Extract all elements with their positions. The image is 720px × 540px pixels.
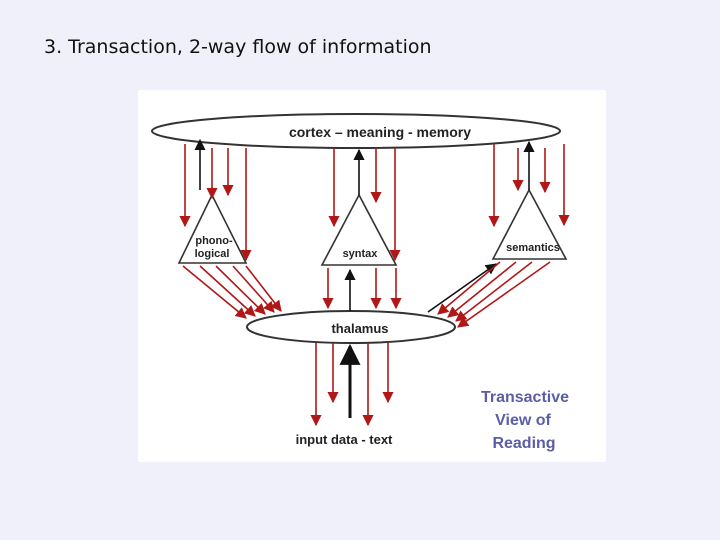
input-label: input data - text — [296, 432, 393, 447]
syntax-triangle — [320, 193, 398, 266]
thalamus-ellipse — [246, 310, 456, 344]
cortex-feedback-arrows — [179, 144, 570, 262]
phonological-label-line1: phono- — [195, 235, 233, 247]
phonological-triangle — [177, 193, 248, 264]
syntax-label: syntax — [343, 248, 379, 260]
semantics-label: semantics — [506, 242, 560, 254]
thalamus-label: thalamus — [331, 321, 388, 336]
semantics-thalamus-arrows — [427, 261, 551, 328]
cortex-ellipse — [151, 113, 561, 149]
phonological-to-thalamus-arrows — [182, 265, 282, 319]
slide-title: 3. Transaction, 2-way flow of informatio… — [44, 36, 432, 58]
thalamus-output-arrows — [310, 343, 394, 427]
caption-line-2: View of — [495, 412, 551, 429]
semantics-triangle — [491, 188, 568, 260]
triangle-to-cortex-arrows — [194, 138, 535, 195]
caption-line-3: Reading — [492, 435, 555, 452]
syntax-to-thalamus-arrows — [322, 268, 402, 311]
transactive-reading-diagram: cortex – meaning - memory thalamus phono… — [138, 90, 606, 462]
caption-line-1: Transactive — [481, 389, 569, 406]
cortex-label: cortex – meaning - memory — [289, 124, 471, 140]
phonological-label-line2: logical — [195, 248, 230, 260]
